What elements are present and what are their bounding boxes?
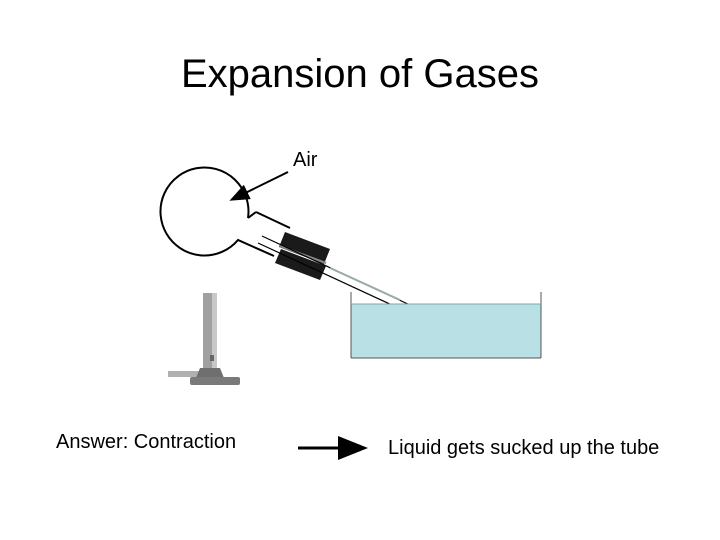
air-label: Air <box>293 149 318 171</box>
round-bottom-flask-icon <box>159 166 291 257</box>
retort-stand-icon <box>168 293 240 385</box>
water-trough-icon <box>350 292 542 359</box>
air-pointer-arrow-icon <box>229 171 289 201</box>
result-label: Liquid gets sucked up the tube <box>388 437 660 459</box>
slide-title: Expansion of Gases <box>181 52 539 96</box>
answer-label: Answer: Contraction <box>56 431 237 453</box>
